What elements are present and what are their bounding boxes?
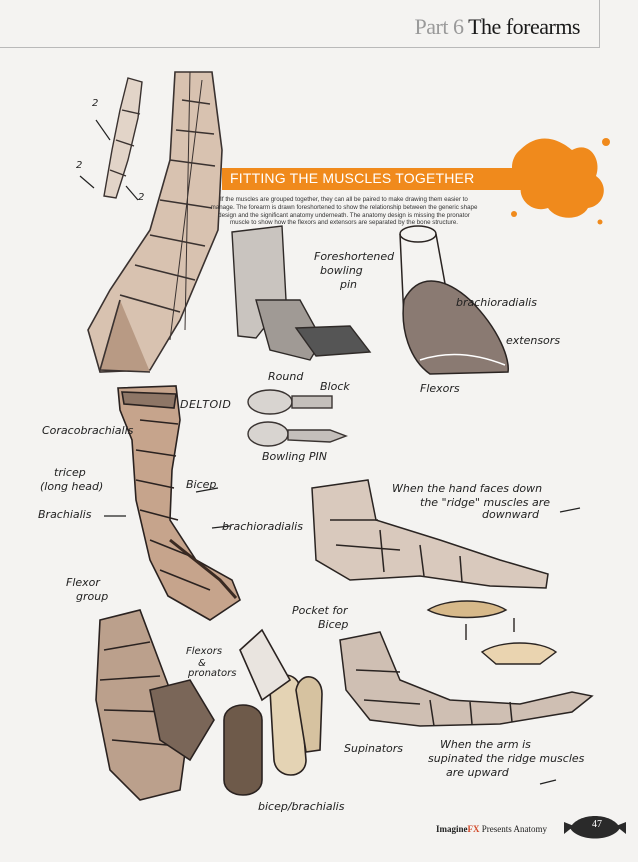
sketch-arrows (79, 119, 581, 785)
label-ampersand: & (198, 658, 206, 669)
label-group: group (76, 590, 109, 603)
brand-fx: FX (467, 824, 480, 834)
label-extensors: extensors (506, 334, 561, 347)
header-part: Part 6 (414, 14, 464, 39)
label-supinated-1: When the arm is (440, 738, 531, 751)
label-foreshortened: Foreshortened (314, 250, 395, 263)
sketch-arm-anatomy (117, 385, 241, 621)
sketch-forearm-cylinder (399, 225, 509, 375)
label-supinated-2: supinated the ridge muscles (428, 752, 585, 765)
header-topic: The forearms (468, 14, 580, 39)
section-intro: If the muscles are grouped together, the… (210, 196, 478, 227)
label-long-head: (long head) (40, 480, 104, 493)
label-round: Round (268, 370, 304, 383)
sketch-muscle-cylinders (223, 628, 323, 796)
label-bowling-pin: Bowling PIN (262, 450, 327, 463)
label-pocket-bicep: Bicep (318, 618, 349, 631)
sketch-arm-small (103, 77, 143, 199)
label-tricep: tricep (54, 466, 86, 479)
label-pronators: pronators (188, 668, 237, 679)
label-num-a: 2 (92, 98, 99, 109)
label-bicep: Bicep (186, 478, 217, 491)
brand-presents: Presents Anatomy (481, 824, 547, 834)
label-deltoid: DELTOID (180, 398, 232, 411)
sketch-ridge-shapes (426, 600, 558, 665)
label-coracobrachialis: Coracobrachialis (42, 424, 134, 437)
label-num-c: 2 (138, 192, 145, 203)
sketch-bowling-pin-foreshortened (231, 225, 372, 361)
label-block: Block (320, 380, 350, 393)
page-number: 47 (592, 819, 602, 830)
label-hand-down-2: the "ridge" muscles are (420, 496, 551, 509)
section-banner (222, 168, 532, 190)
label-flexor: Flexor (66, 576, 100, 589)
label-supinated-3: are upward (446, 766, 509, 779)
sketch-arm-supinated (339, 631, 594, 727)
label-pocket: Pocket for (292, 604, 348, 617)
label-brachioradialis-top: brachioradialis (456, 296, 537, 309)
sketch-bent-arm (95, 609, 215, 801)
sketch-arm-pronated (311, 479, 549, 589)
label-hand-down-1: When the hand faces down (392, 482, 543, 495)
label-hand-down-3: downward (482, 508, 539, 521)
label-supinators: Supinators (344, 742, 404, 755)
label-flexors-bottom: Flexors (186, 646, 223, 657)
header-vertical-rule (599, 0, 600, 48)
label-brachialis: Brachialis (38, 508, 92, 521)
footer-brand: ImagineFX Presents Anatomy (436, 824, 547, 834)
banner-splat (511, 138, 610, 225)
header-rule (0, 47, 600, 48)
section-title: FITTING THE MUSCLES TOGETHER (230, 170, 475, 186)
label-num-b: 2 (76, 160, 83, 171)
label-bicep-brachialis: bicep/brachialis (258, 800, 345, 813)
label-pin: pin (340, 278, 358, 291)
sketch-round-block-pins (247, 389, 348, 447)
sketch-arm-top (87, 71, 223, 373)
label-bowling: bowling (320, 264, 363, 277)
label-flexors-top: Flexors (420, 382, 460, 395)
brand-main: Imagine (436, 824, 468, 834)
brand-logo: ImagineFX (436, 824, 480, 834)
page-number-emblem (564, 816, 626, 839)
page-header-title: Part 6 The forearms (414, 14, 581, 40)
label-brachioradialis-mid: brachioradialis (222, 520, 303, 533)
